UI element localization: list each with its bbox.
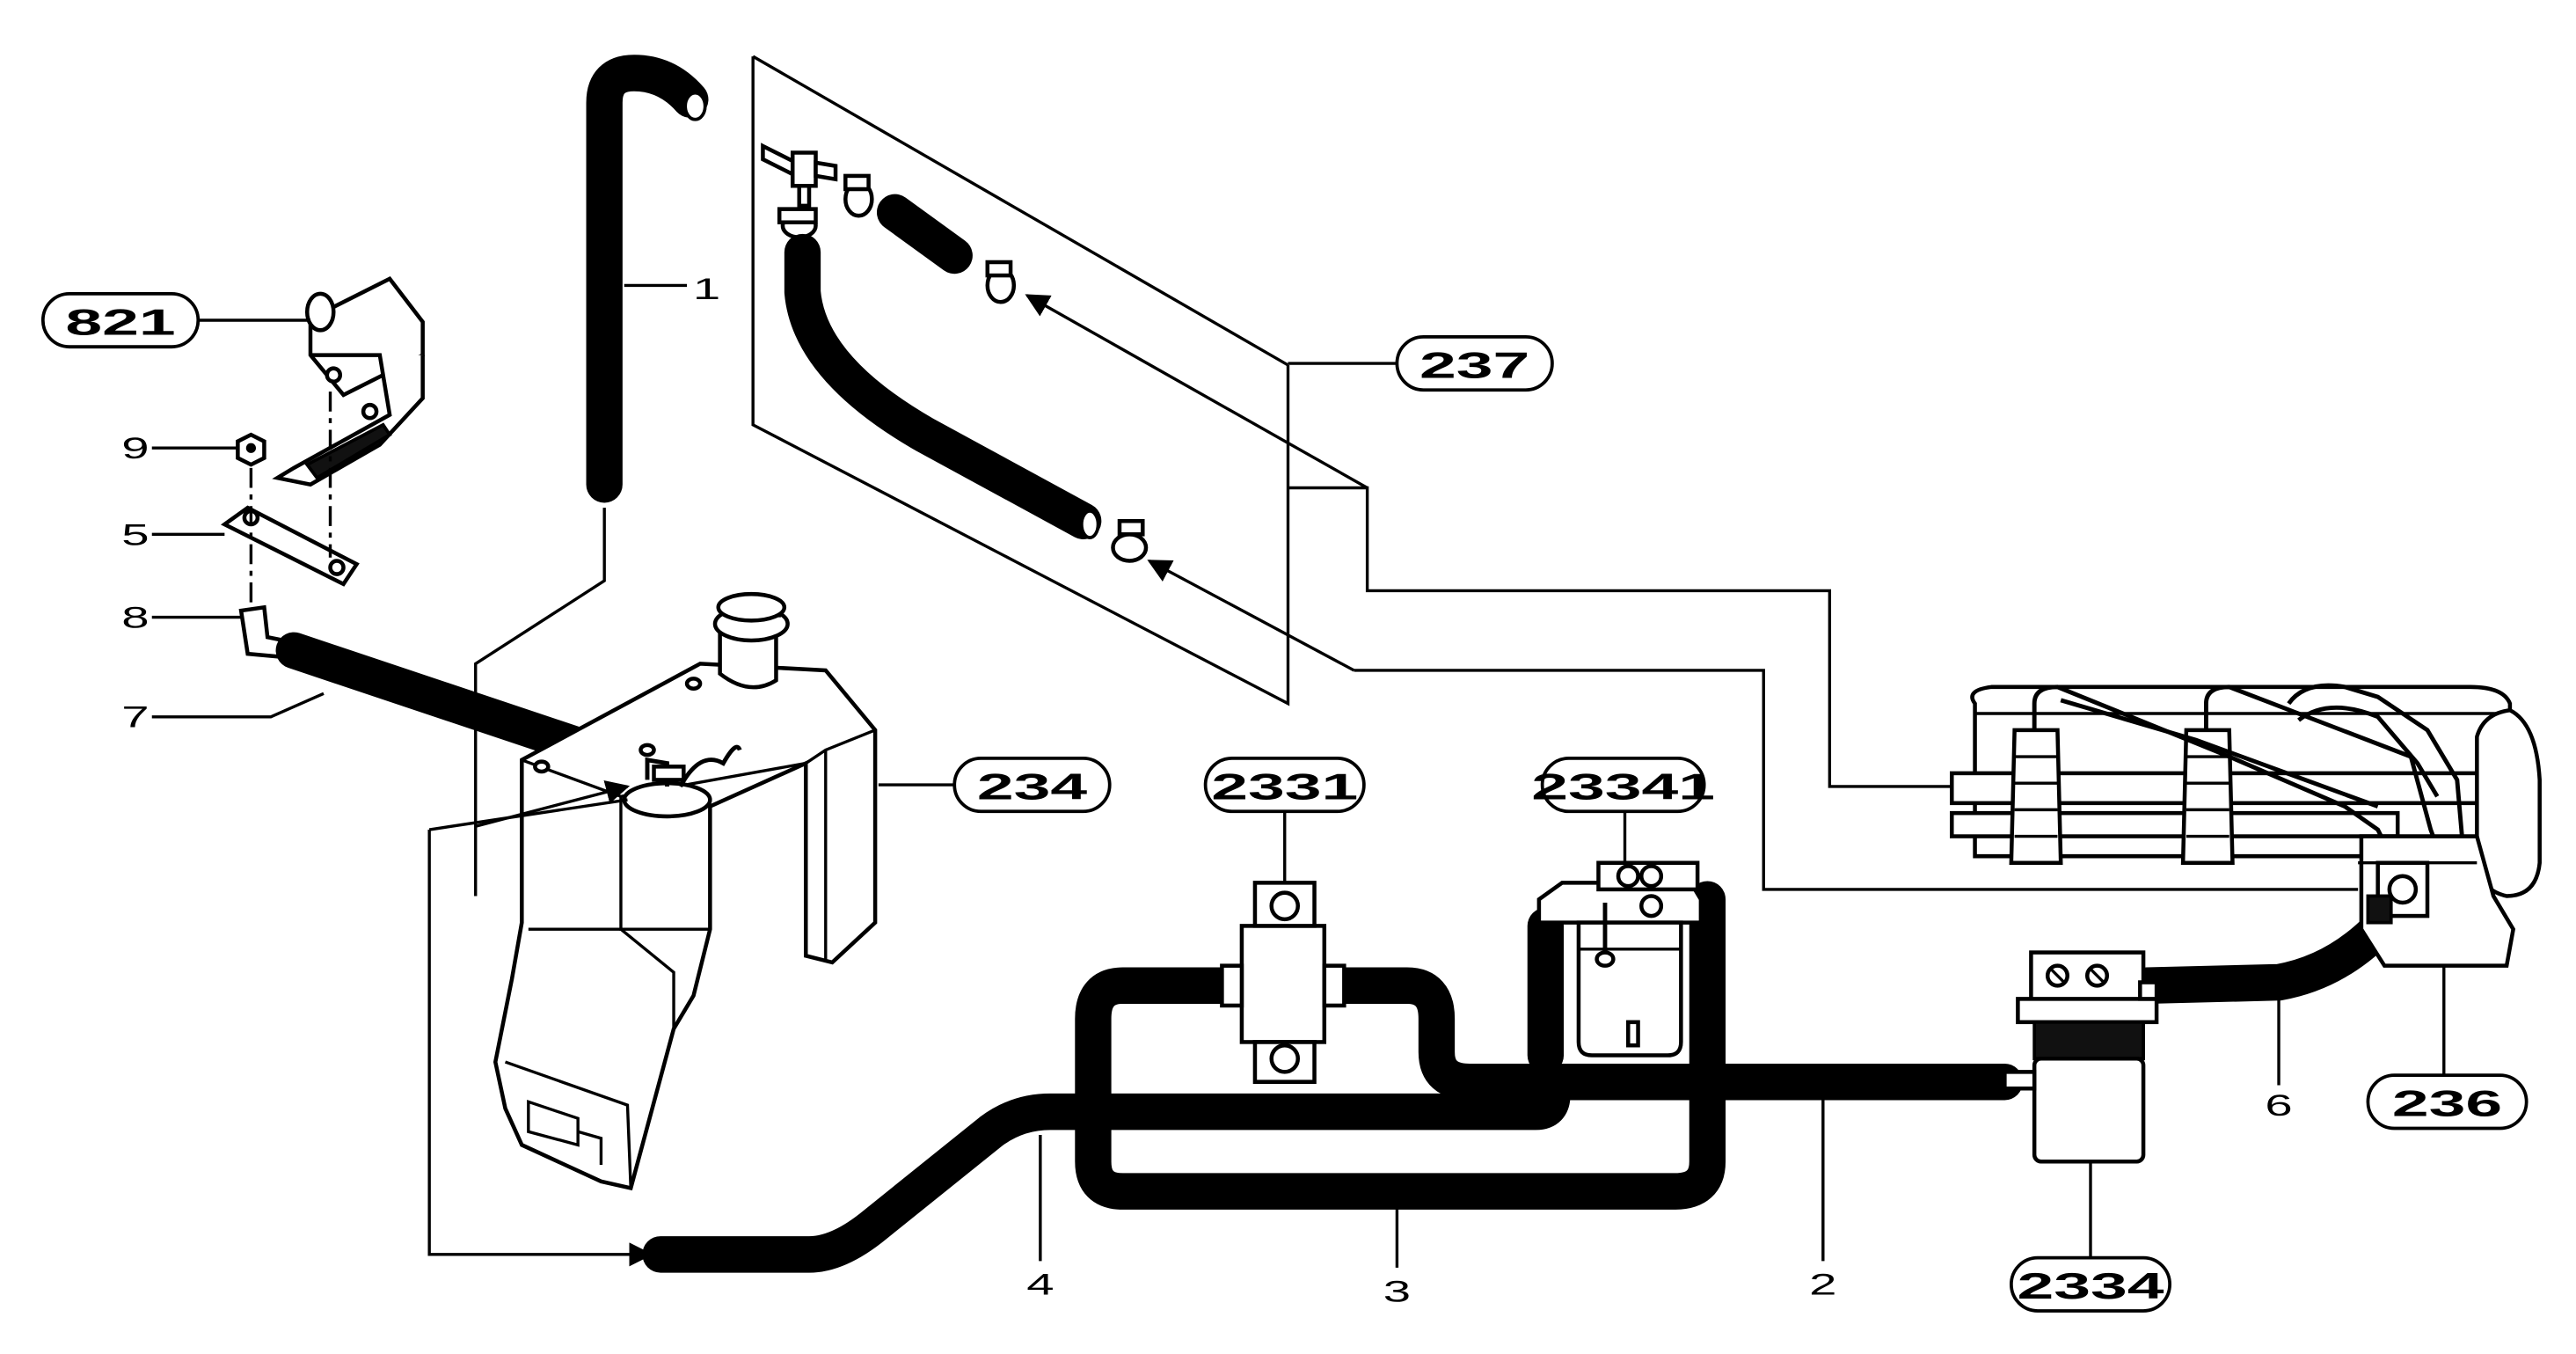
item-number-2: 2 [1809, 1268, 1836, 1301]
vent-hose [586, 55, 709, 503]
nut-9 [236, 432, 266, 467]
hose-clamp [777, 207, 818, 239]
fuel-filter-23341 [1536, 860, 1704, 1058]
electric-pump-2334 [2003, 950, 2159, 1164]
callout-2331-label: 2331 [1211, 766, 1358, 808]
leader-line [428, 798, 628, 831]
fuel-tank-234 [493, 591, 878, 1191]
callout-237: 237 [1395, 334, 1554, 392]
short-hose [876, 194, 973, 274]
fuel-pump-2331 [1220, 881, 1346, 1084]
callout-821: 821 [40, 291, 201, 349]
callout-23341-label: 23341 [1531, 766, 1715, 808]
callout-237-label: 237 [1419, 345, 1529, 386]
long-hose [784, 233, 1102, 539]
item-number-6: 6 [2265, 1088, 2292, 1122]
callout-2331: 2331 [1203, 757, 1366, 814]
leader-line [474, 508, 606, 897]
injection-assembly-236 [1950, 683, 2542, 968]
callout-2334-label: 2334 [2017, 1265, 2164, 1306]
hose-2 [1322, 967, 2024, 1101]
pointer-arrow [427, 830, 653, 1267]
hose-4 [642, 1077, 1571, 1273]
item-number-9: 9 [121, 431, 149, 465]
hose-clamp [1111, 518, 1149, 563]
plate-5 [220, 505, 360, 587]
callout-2334: 2334 [2009, 1255, 2171, 1313]
pointer-arrow [1147, 559, 1355, 672]
leader-line [1354, 669, 2359, 891]
hose-clamp [985, 260, 1017, 304]
item-number-7: 7 [121, 700, 149, 734]
mounting-bracket-821 [272, 275, 425, 487]
leader-line [151, 692, 325, 719]
item-number-4: 4 [1026, 1268, 1054, 1301]
callout-821-label: 821 [65, 302, 175, 343]
pointer-arrow [1025, 294, 1368, 489]
t-fitting [761, 143, 838, 209]
callout-23341: 23341 [1531, 757, 1715, 814]
callout-236: 236 [2366, 1073, 2529, 1131]
leader-line [1288, 486, 1952, 788]
item-number-1: 1 [693, 272, 720, 305]
hose-clamp [843, 173, 874, 218]
callout-234-label: 234 [977, 766, 1088, 808]
callout-236-label: 236 [2392, 1083, 2502, 1124]
item-number-5: 5 [121, 518, 149, 552]
callout-234: 234 [952, 757, 1112, 814]
item-number-3: 3 [1383, 1275, 1411, 1308]
item-number-8: 8 [121, 601, 149, 634]
hose-3 [1075, 881, 1726, 1210]
fitting-kit-237 [751, 55, 1368, 706]
hose-6 [2128, 911, 2397, 1005]
